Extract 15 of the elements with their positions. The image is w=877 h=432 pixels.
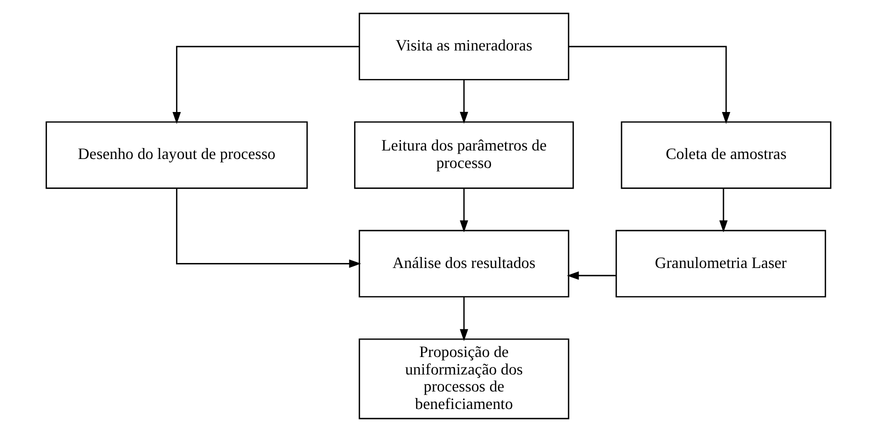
arrow	[176, 188, 362, 268]
node-box: Coleta de amostras	[620, 121, 832, 189]
node-box: Desenho do layout de processo	[46, 121, 308, 189]
node-box: Visita as mineradoras	[358, 12, 570, 80]
arrow	[719, 188, 728, 232]
arrow	[568, 46, 730, 124]
arrow	[460, 80, 468, 124]
node-box: Análise dos resultados	[358, 230, 570, 298]
arrow	[460, 296, 468, 342]
arrow	[460, 188, 468, 232]
arrow	[172, 46, 360, 124]
node-box: Proposição de uniformização dos processos de beneficiamento	[358, 338, 570, 420]
arrow	[566, 271, 616, 280]
node-box: Granulometria Laser	[616, 230, 826, 298]
node-box: Leitura dos parâmetros de processo	[354, 121, 574, 189]
